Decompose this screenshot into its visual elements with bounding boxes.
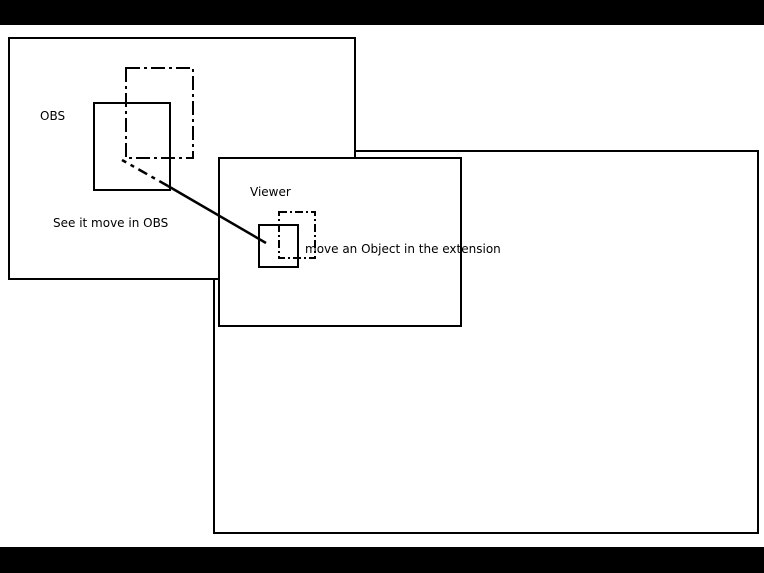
- extension-caption: move an Object in the extension: [305, 242, 501, 256]
- link-line-dashed: [121, 158, 169, 188]
- viewer-label: Viewer: [250, 185, 291, 199]
- viewer-object-moved: [278, 211, 316, 259]
- letterbox-bottom: [0, 547, 764, 573]
- letterbox-top: [0, 0, 764, 25]
- extension-window-frame: [213, 150, 759, 534]
- link-line-solid: [167, 184, 267, 245]
- obs-caption: See it move in OBS: [53, 216, 168, 230]
- obs-label: OBS: [40, 109, 65, 123]
- obs-object-original: [93, 102, 171, 191]
- obs-object-moved: [125, 67, 194, 159]
